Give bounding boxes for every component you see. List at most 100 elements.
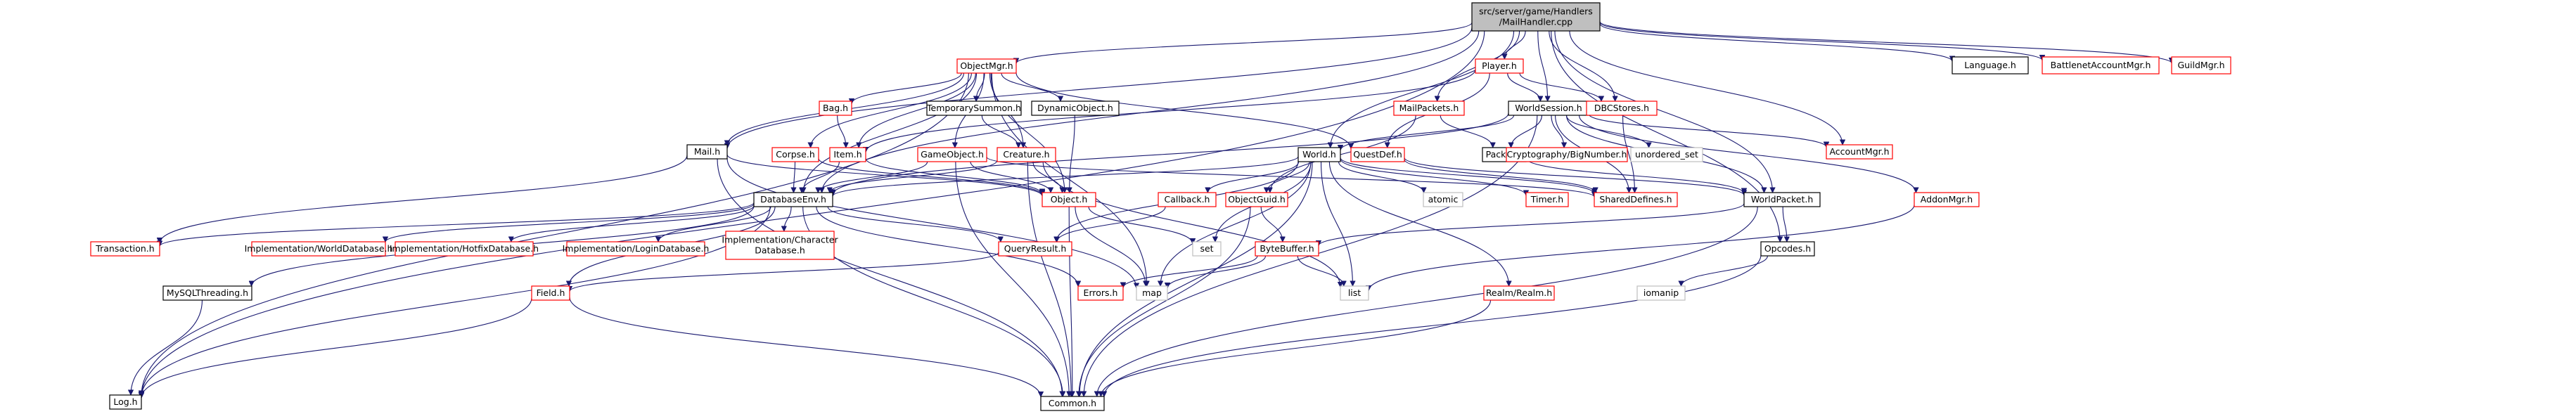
edge-dbenv-to-common [802,206,1063,396]
node-box [1760,241,1815,257]
edge-creature-to-list [1042,161,1340,287]
edge-mailpackets-to-packet [1440,115,1493,148]
node-errors[interactable]: Errors.h [1077,285,1124,301]
edge-object-to-set [1088,206,1193,244]
node-callback[interactable]: Callback.h [1158,192,1217,207]
edge-mailpackets-to-objguid [1270,115,1416,193]
node-box [2042,56,2160,75]
node-shareddefs[interactable]: SharedDefines.h [1594,192,1678,207]
node-world[interactable]: World.h [1297,147,1341,162]
node-opcodes[interactable]: Opcodes.h [1760,241,1815,257]
edge-dbenv-to-log [141,206,771,397]
node-tempsummon[interactable]: TemporarySummon.h [926,101,1022,116]
node-label: DBCStores.h [1594,103,1649,113]
node-worldsession[interactable]: WorldSession.h [1508,101,1589,116]
node-iomanip[interactable]: iomanip [1636,285,1686,301]
node-label: ObjectGuid.h [1228,194,1286,205]
edge-field-to-log [141,297,532,398]
node-addonmgr[interactable]: AddonMgr.h [1914,192,1980,207]
node-box [531,285,570,301]
node-label: Creature.h [1003,149,1049,160]
edge-objmgr-to-item [859,72,976,148]
edge-root-to-worldpacket [1554,30,1773,193]
node-label: Errors.h [1084,287,1118,298]
node-bnetacct[interactable]: BattlenetAccountMgr.h [2042,56,2160,75]
node-guildmgr[interactable]: GuildMgr.h [2171,56,2231,75]
node-box [1297,147,1341,162]
edge-worldsession-to-unordered [1565,115,1648,148]
edge-dbenv-to-implchar [784,206,792,231]
node-box [1423,192,1463,207]
edge-world-to-map [1160,161,1312,286]
edge-creature-to-dbenv [830,160,998,193]
node-box [1483,285,1555,301]
node-list[interactable]: list [1340,285,1369,301]
header-nodes: src/server/game/Handlers/MailHandler.cpp… [90,2,2231,411]
node-mysqlthread[interactable]: MySQLThreading.h [162,285,252,301]
node-label: Common.h [1049,398,1096,408]
edge-gameobject-to-common [955,161,1069,396]
node-player[interactable]: Player.h [1475,58,1524,74]
node-gameobject[interactable]: GameObject.h [917,147,987,162]
node-label: WorldPacket.h [1751,194,1814,205]
node-box [771,147,819,162]
node-queryresult[interactable]: QueryResult.h [998,241,1072,257]
node-dbcstores[interactable]: DBCStores.h [1586,101,1658,116]
node-language[interactable]: Language.h [1952,56,2029,75]
node-mailpackets[interactable]: MailPackets.h [1393,101,1465,116]
edge-player-to-item [866,69,1476,153]
node-box [1393,101,1465,116]
edge-root-to-world [1331,30,1515,148]
node-box [1506,147,1628,162]
node-realm[interactable]: Realm/Realm.h [1483,285,1555,301]
node-atomic[interactable]: atomic [1423,192,1463,207]
node-box [956,58,1017,74]
node-mail[interactable]: Mail.h [686,144,728,160]
node-corpse[interactable]: Corpse.h [771,147,819,162]
node-timer[interactable]: Timer.h [1525,192,1569,207]
node-bytebuffer[interactable]: ByteBuffer.h [1255,241,1319,257]
node-map[interactable]: map [1136,285,1168,301]
edge-bytebuffer-to-errors [1123,255,1258,288]
edge-worldsession-to-accountmgr [1588,113,1826,148]
edge-player-to-worldsession [1507,72,1541,102]
node-label: Implementation/WorldDatabase.h [245,243,393,254]
node-transaction[interactable]: Transaction.h [90,241,160,257]
node-label: Log.h [113,396,137,407]
node-implhotfix[interactable]: Implementation/HotfixDatabase.h [390,241,539,257]
node-root[interactable]: src/server/game/Handlers/MailHandler.cpp [1471,2,1601,32]
node-creature[interactable]: Creature.h [997,147,1056,162]
edge-tempsummon-to-creature [981,115,1018,148]
node-set[interactable]: set [1192,241,1222,257]
node-bag[interactable]: Bag.h [819,101,852,116]
node-impllogin[interactable]: Implementation/LoginDatabase.h [563,241,710,257]
node-dynobj[interactable]: DynamicObject.h [1031,101,1120,116]
node-box [162,285,252,301]
node-label: MailPackets.h [1399,103,1459,113]
node-label: World.h [1302,149,1336,160]
node-object[interactable]: Object.h [1042,192,1096,207]
edge-worldpacket-to-opcodes [1782,206,1787,242]
node-log[interactable]: Log.h [109,394,142,410]
edge-objmgr-to-tempsummon [976,72,985,101]
node-item[interactable]: Item.h [829,147,866,162]
node-crypto[interactable]: Cryptography/BigNumber.h [1506,147,1628,162]
node-field[interactable]: Field.h [531,285,570,301]
node-dbenv[interactable]: DatabaseEnv.h [753,192,833,207]
node-label: Object.h [1051,194,1088,205]
edge-mail-to-object [726,154,1042,197]
node-label: src/server/game/Handlers [1479,6,1593,17]
node-common[interactable]: Common.h [1040,396,1105,411]
node-questdef[interactable]: QuestDef.h [1350,147,1405,162]
edge-opcodes-to-iomanip [1681,255,1768,287]
node-label: QuestDef.h [1353,149,1402,160]
node-objguid[interactable]: ObjectGuid.h [1225,192,1288,207]
node-box [1136,285,1168,301]
node-worldpacket[interactable]: WorldPacket.h [1743,192,1821,207]
node-unordered[interactable]: unordered_set [1630,147,1703,162]
node-objmgr[interactable]: ObjectMgr.h [956,58,1017,74]
node-implworld[interactable]: Implementation/WorldDatabase.h [245,241,393,257]
node-accountmgr[interactable]: AccountMgr.h [1826,144,1893,160]
